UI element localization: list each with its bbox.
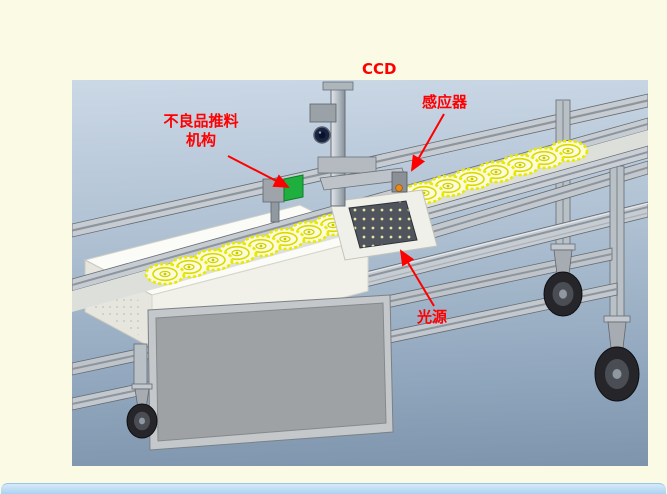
sensor-eye-icon <box>395 184 403 192</box>
label-ccd-text: CCD <box>362 60 397 78</box>
label-sensor-text: 感应器 <box>422 93 468 111</box>
caster-front-left <box>126 343 158 439</box>
label-reject-pusher-line1: 不良品推料 <box>163 112 239 130</box>
ccd-camera <box>309 81 407 207</box>
label-light-source: 光源 <box>417 308 447 327</box>
label-light-source-text: 光源 <box>417 308 448 326</box>
label-reject-pusher-line2: 机构 <box>185 131 216 149</box>
label-sensor: 感应器 <box>422 93 467 112</box>
render-viewport <box>72 80 648 466</box>
caster-bottom-right <box>594 315 640 402</box>
window-bottom-bar[interactable] <box>1 483 666 494</box>
light-source-panel <box>329 189 438 261</box>
camera-body <box>309 103 337 123</box>
label-ccd: CCD <box>362 60 396 79</box>
machine-3d-render <box>72 81 648 451</box>
label-reject-pusher: 不良品推料 机构 <box>146 112 256 150</box>
caster-middle <box>543 243 583 317</box>
proximity-sensor <box>391 171 408 193</box>
lower-panel <box>147 294 394 451</box>
